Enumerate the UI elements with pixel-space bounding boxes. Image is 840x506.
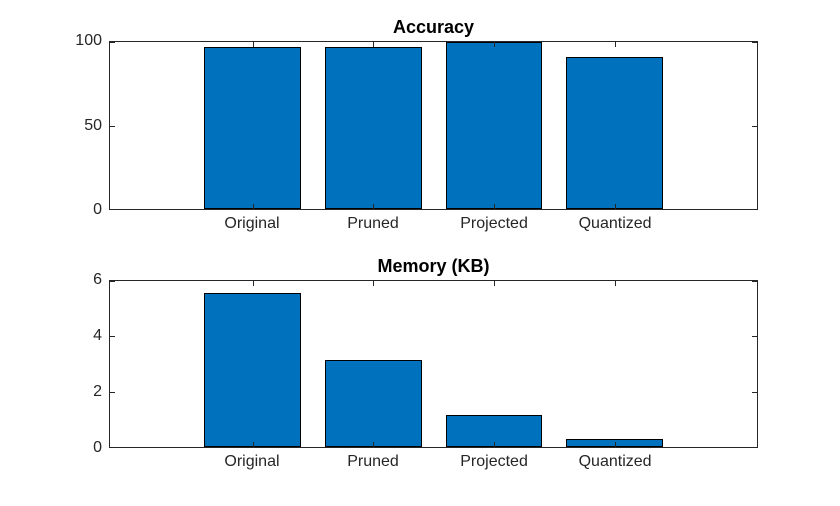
bar-projected [445,42,543,209]
x-tick-mark [373,442,375,447]
x-tick-mark [373,42,375,47]
memory-plot-area [109,280,758,448]
y-tick-label-50: 50 [84,116,102,134]
y-tick-mark [752,209,757,210]
y-tick-label-6: 6 [93,271,102,288]
accuracy-chart: Accuracy Original Pruned Projected Quantize… [75,17,758,232]
y-tick-mark [110,281,115,282]
y-tick-mark [752,281,757,282]
x-tick-mark [373,204,375,209]
x-tick-mark [493,42,495,47]
y-tick-mark [110,125,115,127]
y-tick-mark [752,391,757,393]
y-tick-mark [110,391,115,393]
x-tick-label-projected: Projected [460,453,528,470]
bar-pruned [324,359,422,447]
y-tick-label-0: 0 [93,201,102,218]
x-tick-label-pruned: Pruned [347,215,399,232]
x-tick-label-quantized: Quantized [578,453,652,470]
x-tick-mark [252,281,254,286]
x-tick-mark [614,442,616,447]
x-tick-mark [493,204,495,209]
y-tick-mark [752,447,757,448]
y-tick-mark [752,125,757,127]
x-tick-mark [614,281,616,286]
y-tick-label-100: 100 [75,32,102,49]
y-tick-mark [110,42,115,43]
bar-pruned [324,47,422,209]
x-tick-label-projected: Projected [460,215,528,232]
bar-projected [445,415,543,447]
x-tick-mark [614,42,616,47]
x-tick-mark [493,442,495,447]
accuracy-chart-title: Accuracy [392,17,475,37]
y-tick-mark [110,447,115,448]
x-tick-label-quantized: Quantized [578,215,652,232]
x-tick-label-pruned: Pruned [347,453,399,470]
bar-quantized [566,57,663,209]
bar-original [204,47,301,209]
y-tick-mark [110,209,115,210]
bar-original [204,293,301,447]
x-tick-mark [252,204,254,209]
x-tick-mark [373,281,375,286]
y-tick-mark [110,336,115,338]
y-tick-label-4: 4 [93,327,102,344]
x-tick-label-original: Original [224,453,280,470]
y-tick-label-2: 2 [93,383,102,400]
x-tick-mark [493,281,495,286]
memory-chart: Memory (KB) Original Pruned Projected Quant… [93,256,758,470]
y-tick-mark [752,42,757,43]
x-tick-label-original: Original [224,215,280,232]
x-tick-mark [252,442,254,447]
y-tick-label-0: 0 [93,439,102,456]
accuracy-plot-area [109,41,758,210]
x-tick-mark [252,42,254,47]
x-tick-mark [614,204,616,209]
y-tick-mark [752,336,757,338]
memory-chart-title: Memory (KB) [377,256,490,276]
